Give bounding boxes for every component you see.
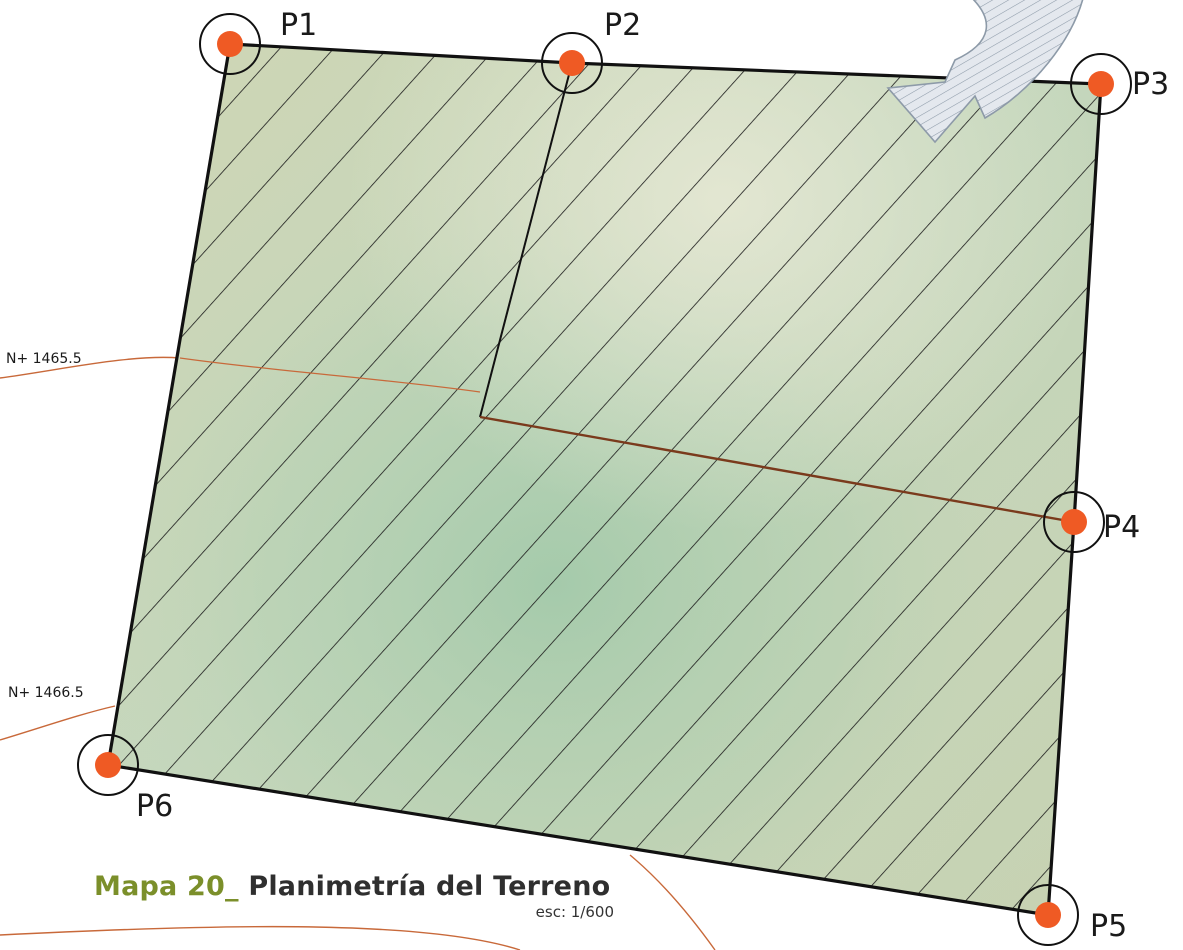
map-title: Mapa 20_ Planimetría del Terreno [94,870,614,904]
point-marker-p5 [1017,884,1079,946]
map-title-name: Planimetría del Terreno [248,871,611,902]
point-marker-p3 [1070,53,1132,115]
contour-labels: N+ 1465.5 N+ 1466.5 [6,351,84,701]
north-arrow-icon [886,0,1084,144]
point-label-p1: P1 [280,8,317,43]
contour-label-1465: N+ 1465.5 [6,351,82,367]
contour-line-bottom-left [0,925,521,950]
point-label-p2: P2 [604,8,641,43]
point-label-p5: P5 [1090,909,1127,944]
contour-lines [0,356,716,950]
division-line-p2 [479,62,573,418]
point-label-p6: P6 [136,789,173,824]
point-marker-p4 [1043,491,1105,553]
internal-divisions [179,62,1075,524]
survey-points [77,13,1132,946]
point-marker-p1 [199,13,261,75]
point-label-p3: P3 [1132,67,1169,102]
contour-line-interior [179,357,481,393]
terrain-parcel [108,44,1101,915]
point-label-p4: P4 [1103,510,1140,545]
contour-line-1465 [0,356,181,379]
contour-line-1466 [0,705,116,741]
map-scale: esc: 1/600 [535,903,614,921]
point-marker-p6 [77,734,139,796]
division-line-p4 [479,415,1075,524]
contour-label-1466: N+ 1466.5 [8,685,84,701]
parcel-hatching [108,44,1101,915]
map-title-number: Mapa 20_ [94,871,239,902]
map-title-block: Mapa 20_ Planimetría del Terreno esc: 1/… [94,870,614,930]
point-marker-p2 [541,32,603,94]
point-labels: P1 P2 P3 P4 P5 P6 [136,8,1169,944]
contour-line-bottom-middle [629,854,716,950]
